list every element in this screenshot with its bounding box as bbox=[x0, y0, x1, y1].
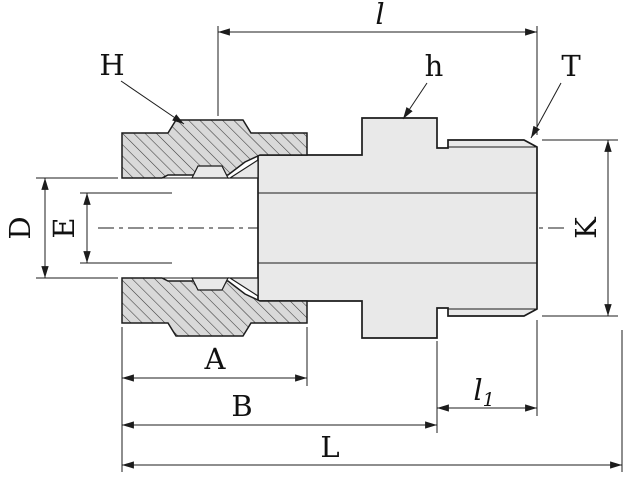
back-ferrule-bottom bbox=[191, 277, 229, 291]
nut-section bbox=[121, 119, 308, 337]
front-ferrule-bottom bbox=[227, 277, 259, 298]
dimension-L: L bbox=[121, 330, 623, 472]
dim-label-K: K bbox=[569, 216, 603, 239]
dim-label-B: B bbox=[231, 389, 252, 423]
fitting-body bbox=[122, 117, 538, 339]
dim-label-l1: l1 bbox=[473, 373, 494, 411]
leader-H: H bbox=[99, 48, 185, 125]
dimension-E: E bbox=[47, 192, 172, 264]
dimension-l1: l1 bbox=[437, 320, 538, 416]
dimension-K: K bbox=[542, 139, 618, 317]
dim-label-E: E bbox=[47, 217, 81, 238]
leader-line bbox=[530, 82, 562, 139]
leader-T: T bbox=[530, 49, 581, 139]
dim-label-l1-sub: 1 bbox=[483, 389, 495, 411]
leader-line bbox=[402, 82, 428, 120]
dim-label-l1-base: l bbox=[473, 373, 482, 407]
leader-h: h bbox=[402, 49, 444, 120]
dimension-B: B bbox=[121, 341, 438, 433]
dim-label-L: L bbox=[320, 430, 339, 464]
back-ferrule-top bbox=[191, 165, 229, 179]
nut-section-bottom bbox=[121, 277, 308, 337]
leader-line bbox=[120, 80, 185, 125]
front-ferrule-top bbox=[227, 158, 259, 179]
dim-label-D: D bbox=[3, 216, 37, 239]
dim-label-A: A bbox=[204, 342, 227, 376]
dim-label-h: h bbox=[425, 49, 444, 83]
dim-label-T: T bbox=[561, 49, 581, 83]
dim-label-l: l bbox=[375, 0, 384, 31]
ferrules bbox=[191, 158, 259, 298]
dimension-l: l bbox=[217, 0, 538, 135]
dim-label-H: H bbox=[99, 48, 124, 82]
dimension-A: A bbox=[121, 327, 308, 472]
dimension-D: D bbox=[3, 177, 118, 279]
nut-section-top bbox=[121, 119, 308, 179]
